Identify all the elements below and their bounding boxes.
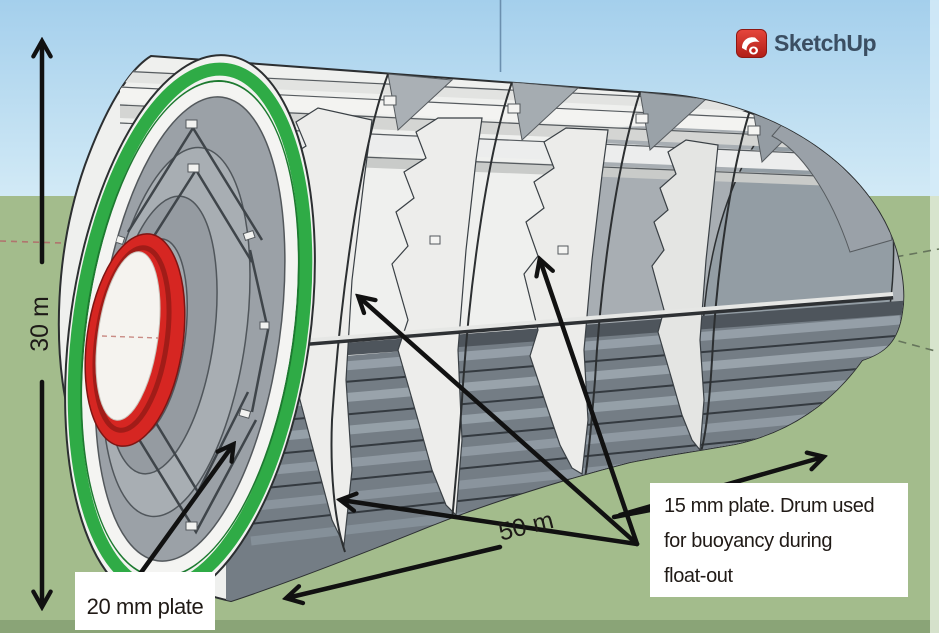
label-15mm-line1: 15 mm plate. Drum used [664, 495, 875, 517]
ground-bottom-band [0, 620, 939, 633]
right-edge-fade-ground [930, 196, 939, 633]
label-15mm-line3: float-out [664, 565, 733, 587]
label-15mm-plate: 15 mm plate. Drum used for buoyancy duri… [650, 483, 908, 597]
diaphragm-plate-2 [391, 117, 483, 517]
arrow-15mm-b [359, 297, 640, 547]
arrow-20mm-plate [137, 445, 233, 577]
label-20mm-plate-text: 20 mm plate [86, 594, 204, 619]
red-axis-dash-in-hole [101, 335, 159, 339]
dim-arrow-50m-left [287, 544, 503, 598]
sketchup-watermark-text: SketchUp [774, 30, 877, 56]
arrow-15mm-a [540, 260, 640, 547]
diaphragm-plate-4 [651, 139, 719, 452]
label-20mm-plate: 20 mm plate [75, 572, 215, 630]
sketchup-cube-icon [736, 29, 767, 58]
sketchup-watermark: SketchUp [736, 29, 877, 58]
label-connector [611, 507, 653, 520]
diaphragm-plate-3 [523, 127, 609, 475]
arrow-15mm-c [341, 500, 640, 547]
label-15mm-line2: for buoyancy during [664, 530, 833, 552]
annotation-arrows [42, 42, 823, 606]
right-edge-fade-sky [930, 0, 939, 196]
buoyancy-hole [84, 233, 186, 447]
green-axis-dashes-1 [867, 248, 939, 263]
hole-face [95, 251, 161, 421]
dim-text-30m: 30 m [26, 296, 54, 352]
